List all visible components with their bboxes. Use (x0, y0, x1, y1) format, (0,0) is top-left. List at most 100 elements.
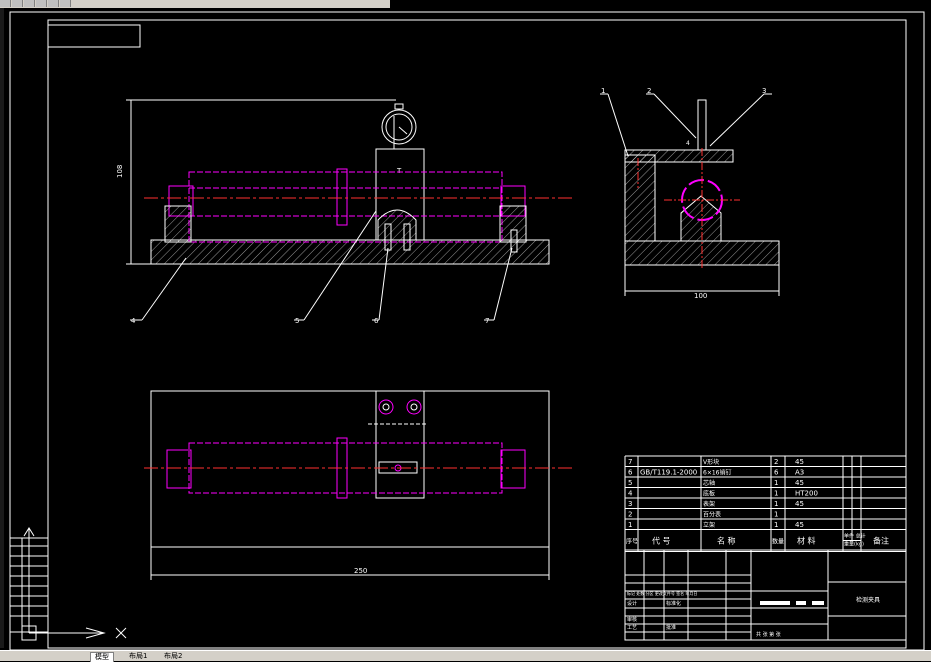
side-v-block (680, 195, 722, 242)
side-column (624, 154, 656, 242)
dial-top (394, 103, 404, 110)
tb-mark (812, 601, 824, 605)
bom-row-qty: 1 (774, 500, 778, 508)
standardize-label: 标准化 (666, 600, 681, 607)
title-block: 检测夹具 标记 处数 分区 更改文件号 签名 年月日 设计 标准化 审核 工艺 … (624, 549, 907, 641)
bom-row-qty: 1 (774, 521, 778, 529)
side-view: 4 1 2 3 100 (600, 87, 780, 300)
dial-needle (398, 126, 408, 135)
front-view: T 108 4 5 6 7 (116, 99, 572, 325)
bom-row-no: 5 (628, 479, 632, 487)
bom-row-name: 立架 (703, 521, 715, 529)
leader-2 (653, 93, 697, 139)
bom-row-name: 表架 (703, 500, 715, 508)
toolbar-button[interactable] (60, 0, 71, 7)
bom-row-name: 6×16销钉 (703, 469, 731, 477)
bom-header-weight: 单件 总计 (844, 533, 866, 540)
dial-face (385, 113, 413, 141)
callout-4: 4 (131, 317, 136, 325)
callout-1: 1 (601, 87, 605, 95)
top-hole-inner (382, 403, 390, 411)
pin (403, 223, 411, 251)
leader-6 (378, 247, 389, 321)
top-base (150, 390, 550, 548)
bottom-width-dimension: 250 (354, 567, 367, 575)
callout-7: 7 (485, 317, 489, 325)
drawing-canvas[interactable]: T 108 4 5 6 7 (4, 8, 931, 650)
bom-header-name: 名 称 (717, 536, 736, 546)
bom-row-qty: 1 (774, 511, 778, 519)
process-label: 工艺 (627, 625, 637, 631)
side-arm (624, 149, 734, 163)
bom-row-qty: 2 (774, 458, 778, 466)
code-box (47, 24, 141, 48)
drawing-name: 检测夹具 (856, 596, 880, 604)
callout-6: 6 (374, 317, 379, 325)
outer-border (9, 11, 925, 650)
height-dimension: 108 (116, 165, 124, 178)
tab-model[interactable]: 模型 (90, 652, 114, 662)
sheet-count: 共 张 第 张 (756, 631, 781, 638)
bom-row-material: 45 (795, 479, 804, 487)
bom-row-no: 6 (628, 469, 633, 477)
center-support (377, 209, 417, 241)
layout-tab-bar: 模型 布局1 布局2 (0, 650, 931, 662)
bom-header-material: 材 料 (797, 536, 816, 546)
leader-4 (141, 257, 187, 321)
drawing-frame (47, 19, 907, 649)
ucs-x-label (115, 627, 127, 639)
tb-mark (796, 601, 806, 605)
review-label: 审核 (627, 616, 637, 623)
bom-header-remark: 备注 (873, 536, 889, 546)
toolbar-button[interactable] (48, 0, 59, 7)
tb-mark (760, 601, 790, 605)
ucs-box (21, 625, 37, 641)
designer-label: 设计 (627, 600, 637, 607)
callout-2: 2 (647, 87, 651, 95)
canvas-background (4, 8, 931, 650)
leader-7 (493, 247, 513, 321)
leader-5 (303, 210, 377, 321)
bom-row-name: 百分表 (703, 511, 721, 519)
v-block-left (164, 205, 192, 243)
bom-row-qty: 6 (774, 469, 779, 477)
leader-1 (607, 93, 629, 157)
tab-layout2[interactable]: 布局2 (164, 652, 183, 660)
bom-row-no: 4 (628, 490, 633, 498)
bom-row-name: V形块 (703, 458, 719, 466)
gauge-label: T (396, 167, 402, 175)
bom-row-material: 45 (795, 521, 804, 529)
toolbar-button[interactable] (0, 0, 11, 7)
shaft-collar (336, 168, 348, 226)
left-toolbar (0, 8, 4, 648)
bom-row-no: 2 (628, 511, 632, 519)
top-hole (406, 399, 422, 415)
callout-3: 3 (762, 87, 766, 95)
top-view: 250 (144, 390, 572, 580)
tab-layout1[interactable]: 布局1 (129, 652, 148, 660)
bom-header-weight2: 重量(kg) (844, 541, 864, 548)
dial-gauge (381, 109, 417, 145)
bom-row-qty: 1 (774, 490, 778, 498)
bom-row-name: 底板 (703, 490, 715, 498)
top-hole-inner (410, 403, 418, 411)
bom-header-qty: 数量 (772, 538, 784, 546)
bom-row-material: HT200 (795, 490, 818, 498)
ucs-icon (21, 527, 127, 641)
top-shaft-end-left (166, 449, 192, 489)
v-block-right (499, 205, 527, 243)
bom-row-qty: 1 (774, 479, 778, 487)
bom-row-material: A3 (795, 469, 804, 477)
toolbar-button[interactable] (36, 0, 47, 7)
bom-row-name: 芯轴 (703, 479, 715, 487)
top-hole (378, 399, 394, 415)
bom-row-no: 1 (628, 521, 632, 529)
bom-row-no: 3 (628, 500, 632, 508)
toolbar-button[interactable] (12, 0, 23, 7)
callout-5: 5 (295, 317, 299, 325)
bom-header-code: 代 号 (652, 536, 671, 546)
pin (510, 229, 518, 253)
toolbar-button[interactable] (24, 0, 35, 7)
bom-row-no: 7 (628, 458, 632, 466)
